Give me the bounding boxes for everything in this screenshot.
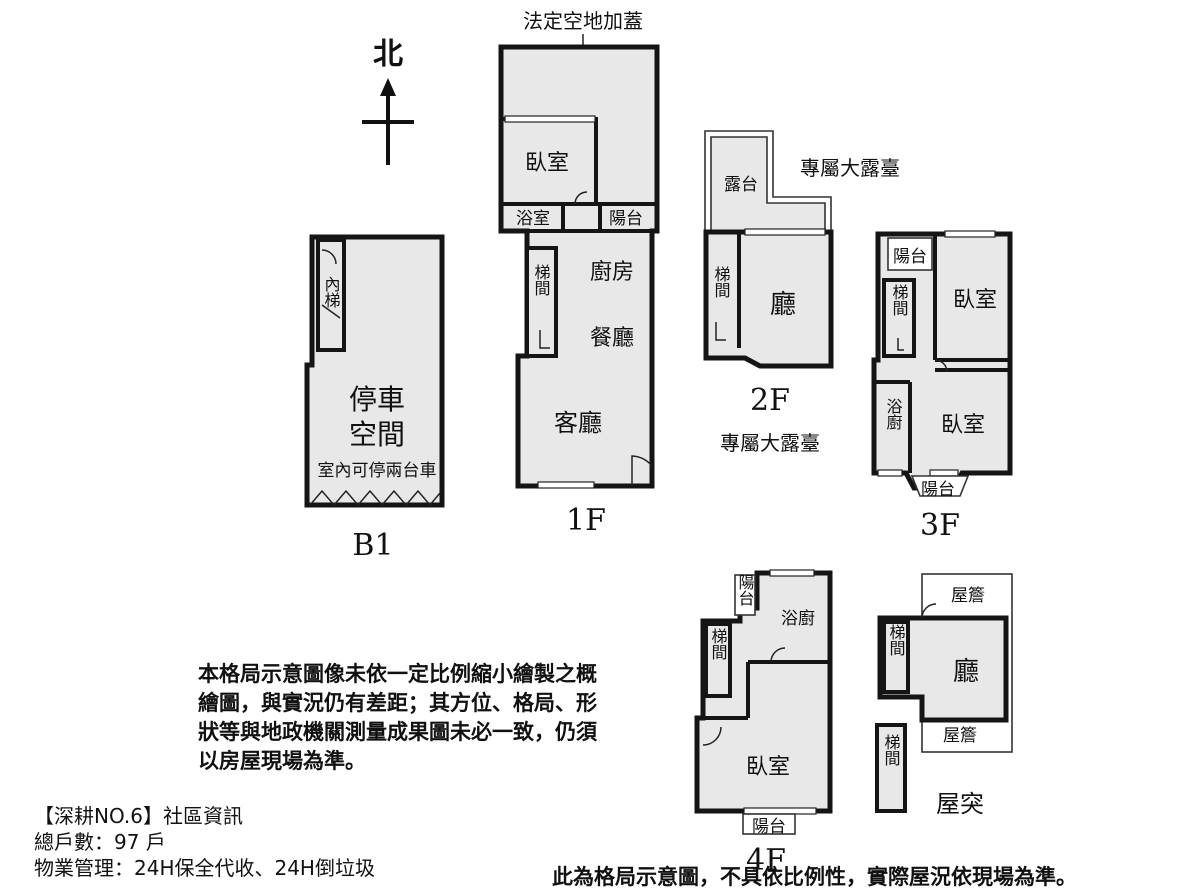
f3-balcony-bottom-label: 陽台 (921, 480, 955, 500)
f2-hall-label: 廳 (770, 290, 796, 320)
f4-balcony-top-label: 陽台 (736, 574, 755, 606)
f2-outline (703, 229, 834, 369)
plan-2f: 露台 專屬大露臺 梯間 廳 2F 專屬大露臺 (703, 130, 900, 455)
f2-terrace-label-below: 專屬大露臺 (720, 431, 820, 455)
disclaimer: 本格局示意圖像未依一定比例縮小繪製之概 繪圖，與實況仍有差距；其方位、格局、形 … (198, 660, 597, 776)
f1-stair-label: 梯間 (532, 264, 551, 297)
disclaimer-line2: 繪圖，與實況仍有差距；其方位、格局、形 (198, 691, 597, 715)
f1-kitchen-label: 廚房 (590, 260, 634, 285)
f3-bedroom-top-label: 臥室 (953, 288, 997, 313)
b1-stair-label: 內梯 (322, 276, 341, 308)
community-title: 【深耕NO.6】社區資訊 (34, 804, 243, 828)
f2-terrace-title: 專屬大露臺 (800, 156, 900, 180)
b1-room-line1: 停車 (349, 383, 405, 416)
disclaimer-line1: 本格局示意圖像未依一定比例縮小繪製之概 (198, 662, 597, 686)
community-info: 【深耕NO.6】社區資訊 總戶數：97 戶 物業管理：24H保全代收、24H倒垃… (34, 803, 375, 881)
f1-bath-label: 浴室 (516, 209, 550, 229)
f2-floor-label: 2F (750, 383, 790, 418)
f1-floor-label: 1F (566, 503, 606, 538)
f1-top-label: 法定空地加蓋 (523, 9, 643, 33)
roof-eave-bottom-label: 屋簷 (943, 726, 977, 746)
community-households: 總戶數：97 戶 (34, 830, 166, 854)
f3-stair-label: 梯間 (890, 284, 909, 317)
f4-bedroom-label: 臥室 (746, 755, 790, 780)
roof-eave-top-label: 屋簷 (951, 586, 985, 606)
f2-stair-label: 梯間 (712, 266, 731, 299)
f4-stair-label: 梯間 (709, 628, 728, 661)
compass: 北 (362, 37, 414, 165)
roof-floor-label: 屋突 (936, 790, 984, 818)
north-label: 北 (373, 37, 403, 72)
b1-note: 室內可停兩台車 (318, 461, 437, 481)
plan-b1: 內梯 停車 空間 室內可停兩台車 B1 (304, 234, 445, 563)
roof-stair-lower-label: 梯間 (882, 734, 901, 767)
roof-hall-label: 廳 (953, 657, 979, 687)
f3-bedroom-bottom-label: 臥室 (941, 413, 985, 438)
roof-stair-lower (875, 723, 907, 813)
b1-stair (316, 238, 346, 352)
plan-4f: 陽台 浴廚 梯間 臥室 陽台 4F (694, 569, 833, 878)
f1-living-label: 客廳 (554, 409, 602, 437)
f4-bath-kitchen-label: 浴廚 (781, 608, 815, 629)
f2-terrace-label: 露台 (724, 175, 758, 195)
footer-note: 此為格局示意圖，不具依比例性，實際屋況依現場為準。 (552, 865, 1077, 889)
f3-balcony-top-label: 陽台 (893, 247, 927, 267)
f3-floor-label: 3F (920, 508, 960, 543)
plan-roof: 屋簷 梯間 廳 屋簷 梯間 屋突 (875, 573, 1013, 818)
f4-balcony-bottom-label: 陽台 (752, 817, 786, 837)
north-arrow-head-icon (380, 78, 396, 96)
plan-3f: 陽台 臥室 梯間 浴廚 臥室 陽台 3F (871, 230, 1013, 543)
f1-bedroom-label: 臥室 (525, 151, 569, 176)
disclaimer-line3: 狀等與地政機關測量成果圖未必一致，仍須 (198, 720, 597, 744)
f3-bath-kitchen-label: 浴廚 (884, 398, 903, 431)
f4-floor-label: 4F (746, 843, 786, 878)
roof-outline (877, 615, 1009, 723)
community-management: 物業管理：24H保全代收、24H倒垃圾 (34, 856, 375, 880)
b1-floor-label: B1 (352, 528, 393, 563)
b1-garage-door (309, 489, 441, 507)
f1-balcony-label: 陽台 (609, 209, 643, 229)
disclaimer-line4: 以房屋現場為準。 (198, 749, 366, 773)
b1-room-line2: 空間 (349, 418, 405, 451)
f1-dining-label: 餐廳 (590, 326, 634, 351)
plan-1f: 法定空地加蓋 臥室 浴室 陽台 梯間 廚房 餐廳 客廳 1F (498, 9, 660, 538)
roof-stair-label: 梯間 (887, 624, 906, 657)
